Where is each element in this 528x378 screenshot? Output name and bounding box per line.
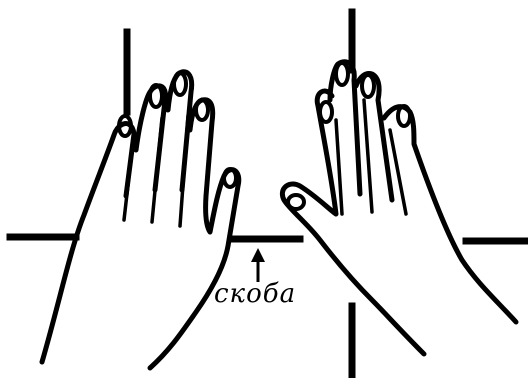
annotation-arrow [251, 248, 265, 282]
right-nail-2 [336, 63, 348, 85]
annotation-label: скоба [214, 279, 296, 309]
left-hand [42, 72, 239, 368]
right-nail-1 [320, 102, 332, 122]
left-finger-line-3 [180, 116, 188, 226]
right-finger-line-2 [364, 100, 372, 212]
left-hand-contour [42, 72, 239, 368]
left-finger-line-2 [152, 118, 162, 222]
right-hand-contour [282, 62, 516, 354]
left-nail-4 [196, 100, 208, 120]
right-nail-3 [362, 75, 374, 97]
right-hand [282, 62, 516, 354]
arrow-head [251, 248, 265, 262]
right-finger-line-1 [336, 120, 342, 214]
left-nail-3 [174, 73, 186, 95]
right-thumbnail [288, 195, 304, 209]
